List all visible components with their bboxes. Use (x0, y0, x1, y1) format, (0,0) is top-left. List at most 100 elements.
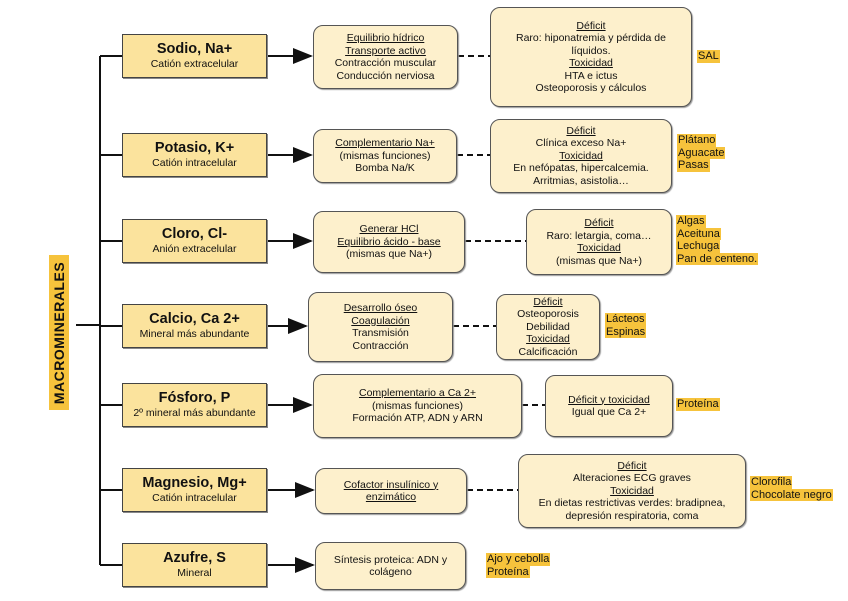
mineral-box-calcio[interactable]: Calcio, Ca 2+Mineral más abundante (122, 304, 267, 348)
pathology-line: Igual que Ca 2+ (571, 406, 647, 418)
food-item: Lácteos (605, 313, 646, 326)
function-line: Equilibrio hídrico (346, 32, 425, 44)
pathology-line: Toxicidad (526, 333, 570, 346)
functions-box-fosforo: Complementario a Ca 2+(mismas funciones)… (313, 374, 522, 438)
mineral-box-cloro[interactable]: Cloro, Cl-Anión extracelular (122, 219, 267, 263)
mineral-name: Calcio, Ca 2+ (149, 311, 240, 327)
mineral-subtitle: Catión intracelular (152, 492, 237, 504)
function-line: Síntesis proteica: ADN y (333, 553, 448, 566)
food-item: Proteína (486, 565, 530, 578)
function-line: Transmisión (352, 327, 409, 339)
root-label: MACROMINERALES (49, 255, 69, 410)
pathology-line: Osteoporosis y cálculos (535, 82, 647, 94)
mineral-box-magnesio[interactable]: Magnesio, Mg+Catión intracelular (122, 468, 267, 512)
mineral-subtitle: 2º mineral más abundante (133, 407, 256, 419)
pathology-line: Déficit y toxicidad (568, 393, 650, 406)
mineral-subtitle: Mineral (177, 567, 212, 579)
function-line: Complementario a Ca 2+ (358, 387, 477, 400)
pathology-line: Déficit (566, 124, 596, 137)
food-item: Lechuga (676, 240, 721, 253)
food-item: SAL (697, 50, 720, 63)
function-line: (mismas funciones) (339, 149, 431, 162)
function-line: Transporte activo (345, 44, 426, 57)
function-line: Equilibrio ácido - base (337, 235, 441, 248)
pathology-line: En dietas restrictivas verdes: bradipnea… (538, 497, 726, 510)
mineral-subtitle: Catión intracelular (152, 157, 237, 169)
pathology-line: depresión respiratoria, coma (565, 509, 699, 522)
pathology-line: líquidos. (571, 44, 611, 57)
mineral-subtitle: Anión extracelular (152, 243, 237, 255)
pathology-line: Déficit (533, 295, 563, 308)
food-item: Ajo y cebolla (486, 553, 551, 566)
foods-list-sodio: SAL (697, 50, 720, 63)
mineral-subtitle: Catión extracelular (150, 58, 239, 70)
food-item: Espinas (605, 325, 647, 338)
function-line: (mismas funciones) (371, 399, 464, 412)
food-item: Pasas (677, 159, 710, 172)
function-line: Generar HCl (359, 223, 419, 236)
function-line: enzimático (365, 491, 417, 503)
pathology-line: (mismas que Na+) (555, 254, 643, 267)
food-item: Algas (676, 215, 706, 228)
function-line: colágeno (369, 566, 412, 578)
pathology-line: Déficit (617, 459, 647, 472)
function-line: Desarrollo óseo (343, 302, 418, 314)
pathology-line: Clínica exceso Na+ (535, 137, 627, 150)
function-line: Bomba Na/K (355, 162, 415, 175)
food-item: Pan de centeno. (676, 252, 759, 265)
pathology-line: Déficit (584, 217, 614, 229)
food-item: Chocolate negro (750, 488, 833, 501)
food-item: Clorofila (750, 476, 793, 489)
root-title: MACROMINERALES (51, 261, 67, 404)
pathology-line: Toxicidad (577, 242, 621, 254)
pathology-line: Calcificación (518, 345, 578, 358)
function-line: Coagulación (351, 314, 410, 327)
function-line: (mismas que Na+) (345, 248, 433, 261)
pathology-line: HTA e ictus (564, 69, 618, 82)
food-item: Aguacate (677, 146, 726, 159)
pathology-line: Alteraciones ECG graves (573, 472, 691, 485)
mineral-name: Azufre, S (163, 550, 226, 566)
foods-list-fosforo: Proteína (676, 398, 720, 411)
functions-box-potasio: Complementario Na+(mismas funciones)Bomb… (313, 129, 457, 183)
food-item: Aceituna (676, 227, 721, 240)
function-line: Conducción nerviosa (336, 69, 435, 82)
pathology-line: Debilidad (526, 320, 570, 333)
pathology-line: Raro: hiponatremia y pérdida de (515, 32, 666, 44)
mineral-box-sodio[interactable]: Sodio, Na+Catión extracelular (122, 34, 267, 78)
pathology-line: Toxicidad (569, 57, 613, 69)
function-line: Cofactor insulínico y (343, 478, 439, 491)
mineral-box-potasio[interactable]: Potasio, K+Catión intracelular (122, 133, 267, 177)
function-line: Contracción muscular (334, 57, 437, 69)
function-line: Complementario Na+ (335, 137, 435, 150)
mineral-name: Cloro, Cl- (161, 226, 228, 242)
function-line: Formación ATP, ADN y ARN (352, 412, 483, 425)
mineral-subtitle: Mineral más abundante (139, 328, 250, 340)
pathology-line: Déficit (576, 19, 606, 32)
pathology-line: Toxicidad (610, 484, 654, 497)
mineral-name: Potasio, K+ (154, 140, 235, 156)
mineral-name: Magnesio, Mg+ (142, 475, 247, 491)
function-line: Contracción (352, 339, 409, 352)
mineral-name: Fósforo, P (158, 390, 231, 406)
pathology-line: Arritmias, asistolia… (533, 174, 629, 187)
